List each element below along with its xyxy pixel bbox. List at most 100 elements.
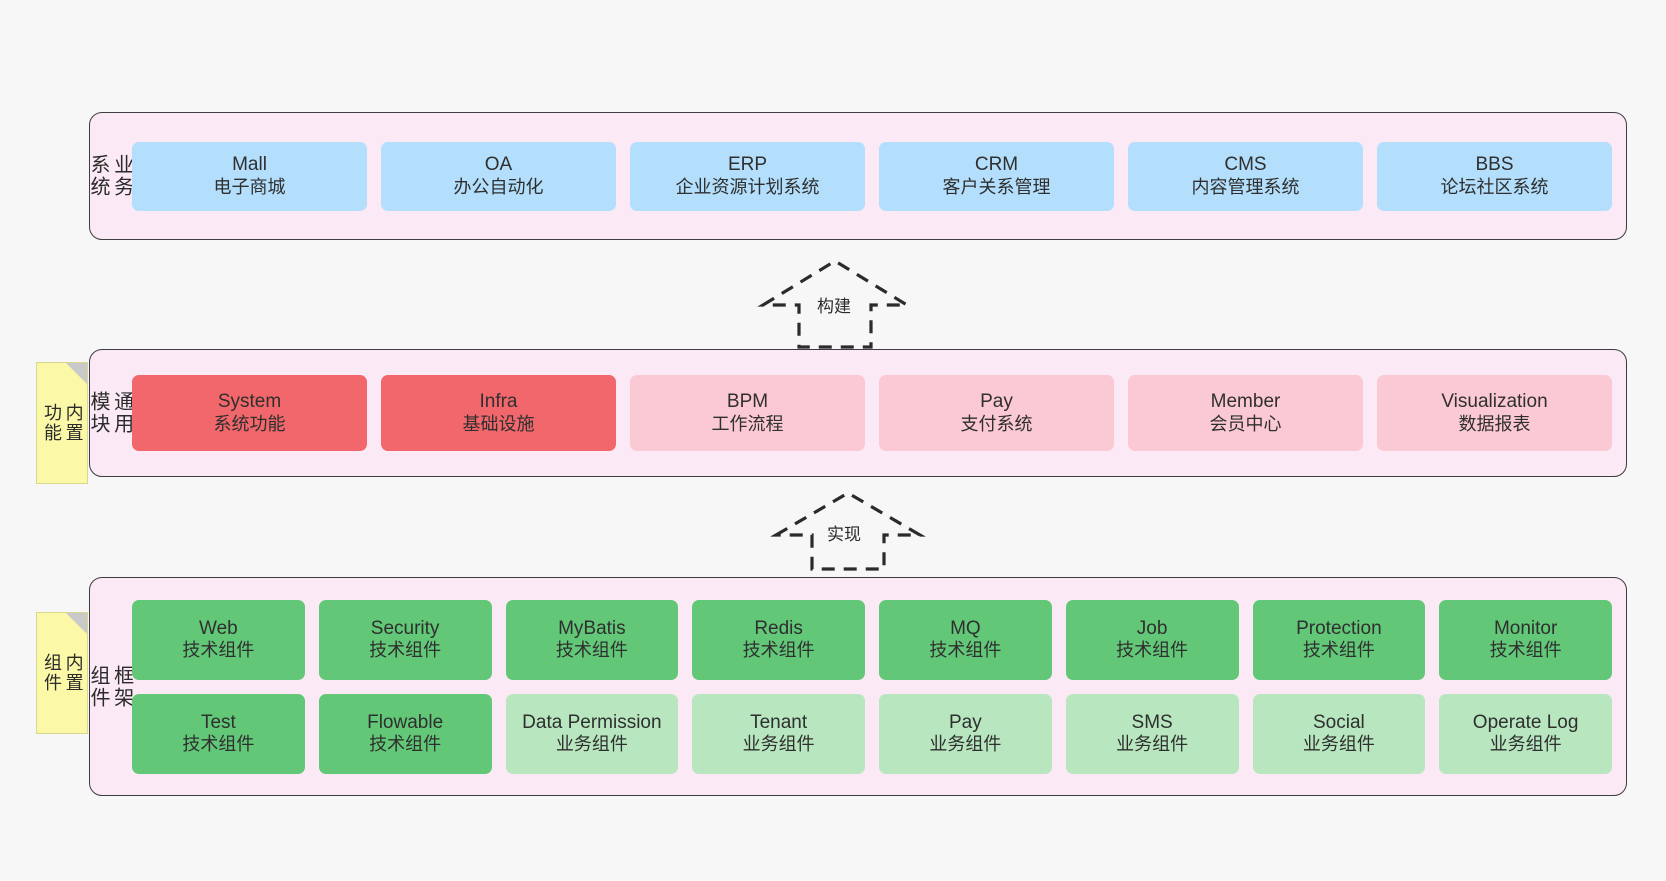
module-card-title: Infra	[479, 391, 518, 413]
module-card-title: System	[217, 391, 282, 413]
module-card-title: ERP	[727, 154, 768, 176]
component-card-operate-log[interactable]: Operate Log 业务组件	[1439, 693, 1612, 774]
component-card-mybatis[interactable]: MyBatis 技术组件	[505, 599, 679, 680]
component-card-subtitle: 业务组件	[929, 734, 1002, 755]
component-card-test[interactable]: Test 技术组件	[132, 693, 305, 774]
module-card-system[interactable]: System 系统功能	[132, 375, 367, 451]
module-card-title: Visualization	[1441, 391, 1548, 413]
arrow-build: 构建	[755, 255, 915, 350]
arrow-label-implement: 实现	[825, 520, 863, 545]
component-card-subtitle: 技术组件	[182, 734, 255, 755]
component-card-title: Monitor	[1493, 617, 1558, 639]
component-card-sms[interactable]: SMS 业务组件	[1065, 693, 1239, 774]
sticky-note-builtin-component[interactable]: 内置 组件	[36, 612, 88, 734]
component-card-title: Redis	[754, 617, 803, 639]
component-card-title: Social	[1313, 711, 1365, 733]
module-card-subtitle: 论坛社区系统	[1440, 176, 1549, 197]
component-card-subtitle: 技术组件	[369, 734, 442, 755]
component-card-protection[interactable]: Protection 技术组件	[1252, 599, 1426, 680]
layer-body-common: System 系统功能 Infra 基础设施 BPM 工作流程 Pay 支付系统…	[128, 350, 1626, 476]
component-card-title: Security	[370, 617, 440, 639]
layer-common-module[interactable]: 通用 模块 System 系统功能 Infra 基础设施 BPM 工作流程 Pa…	[87, 349, 1627, 477]
module-card-infra[interactable]: Infra 基础设施	[381, 375, 616, 451]
component-card-monitor[interactable]: Monitor 技术组件	[1439, 599, 1612, 680]
component-card-title: Operate Log	[1472, 711, 1579, 733]
component-card-title: MyBatis	[558, 617, 626, 639]
layer-row: System 系统功能 Infra 基础设施 BPM 工作流程 Pay 支付系统…	[132, 375, 1612, 451]
module-card-title: OA	[484, 154, 513, 176]
module-card-cms[interactable]: CMS 内容管理系统	[1128, 141, 1363, 211]
component-card-subtitle: 业务组件	[1489, 734, 1562, 755]
component-card-title: Protection	[1296, 617, 1382, 639]
module-card-mall[interactable]: Mall 电子商城	[132, 141, 367, 211]
module-card-subtitle: 内容管理系统	[1191, 176, 1300, 197]
layer-row: Mall 电子商城 OA 办公自动化 ERP 企业资源计划系统 CRM 客户关系…	[132, 141, 1612, 211]
module-card-subtitle: 基础设施	[462, 413, 535, 434]
component-card-web[interactable]: Web 技术组件	[132, 599, 305, 680]
component-card-subtitle: 技术组件	[1116, 640, 1189, 661]
module-card-pay[interactable]: Pay 支付系统	[879, 375, 1114, 451]
module-card-bpm[interactable]: BPM 工作流程	[630, 375, 865, 451]
arrow-label-build: 构建	[815, 292, 853, 317]
component-card-security[interactable]: Security 技术组件	[318, 599, 492, 680]
component-card-pay[interactable]: Pay 业务组件	[879, 693, 1052, 774]
module-card-visualization[interactable]: Visualization 数据报表	[1377, 375, 1612, 451]
module-card-subtitle: 系统功能	[213, 413, 286, 434]
component-card-social[interactable]: Social 业务组件	[1252, 693, 1426, 774]
component-card-title: Pay	[949, 711, 982, 733]
component-card-subtitle: 技术组件	[1489, 640, 1562, 661]
component-card-title: SMS	[1131, 711, 1173, 733]
module-card-subtitle: 会员中心	[1209, 413, 1282, 434]
component-card-redis[interactable]: Redis 技术组件	[692, 599, 865, 680]
component-card-subtitle: 技术组件	[555, 640, 628, 661]
component-card-subtitle: 技术组件	[182, 640, 255, 661]
note-fold-icon	[66, 613, 87, 634]
component-card-subtitle: 业务组件	[742, 734, 815, 755]
layer-body-business: Mall 电子商城 OA 办公自动化 ERP 企业资源计划系统 CRM 客户关系…	[128, 113, 1626, 239]
layer-row: Web 技术组件 Security 技术组件 MyBatis 技术组件 Redi…	[132, 599, 1612, 680]
module-card-subtitle: 工作流程	[711, 413, 784, 434]
component-card-subtitle: 技术组件	[1302, 640, 1375, 661]
module-card-crm[interactable]: CRM 客户关系管理	[879, 141, 1114, 211]
sticky-note-text: 内置 功能	[42, 403, 84, 443]
module-card-title: CMS	[1224, 154, 1267, 176]
layer-title-framework: 框架 组件	[87, 664, 133, 709]
component-card-subtitle: 业务组件	[1116, 734, 1189, 755]
component-card-tenant[interactable]: Tenant 业务组件	[692, 693, 865, 774]
module-card-subtitle: 企业资源计划系统	[675, 176, 820, 197]
component-card-title: Test	[200, 711, 236, 733]
module-card-title: BBS	[1475, 154, 1514, 176]
component-card-subtitle: 技术组件	[929, 640, 1002, 661]
component-card-subtitle: 业务组件	[555, 734, 628, 755]
layer-framework-component[interactable]: 框架 组件 Web 技术组件 Security 技术组件 MyBatis 技术组…	[87, 577, 1627, 796]
component-card-subtitle: 业务组件	[1302, 734, 1375, 755]
module-card-subtitle: 支付系统	[960, 413, 1033, 434]
module-card-member[interactable]: Member 会员中心	[1128, 375, 1363, 451]
component-card-flowable[interactable]: Flowable 技术组件	[318, 693, 492, 774]
hollow-arrow-up-icon	[757, 259, 913, 349]
component-card-data-permission[interactable]: Data Permission 业务组件	[505, 693, 679, 774]
component-card-mq[interactable]: MQ 技术组件	[879, 599, 1052, 680]
component-card-subtitle: 技术组件	[369, 640, 442, 661]
arrow-implement: 实现	[768, 487, 928, 572]
module-card-erp[interactable]: ERP 企业资源计划系统	[630, 141, 865, 211]
component-card-job[interactable]: Job 技术组件	[1065, 599, 1239, 680]
sticky-note-builtin-function[interactable]: 内置 功能	[36, 362, 88, 484]
component-card-title: Job	[1136, 617, 1168, 639]
layer-body-framework: Web 技术组件 Security 技术组件 MyBatis 技术组件 Redi…	[128, 578, 1626, 795]
module-card-title: Member	[1210, 391, 1281, 413]
layer-title-common: 通用 模块	[87, 391, 133, 435]
component-card-title: MQ	[950, 617, 981, 639]
hollow-arrow-up-icon	[770, 491, 926, 571]
note-fold-icon	[66, 363, 87, 384]
sticky-note-text: 内置 组件	[42, 653, 84, 693]
module-card-subtitle: 数据报表	[1458, 413, 1531, 434]
component-card-title: Tenant	[750, 711, 808, 733]
component-card-subtitle: 技术组件	[742, 640, 815, 661]
module-card-title: Pay	[980, 391, 1013, 413]
layer-business-system[interactable]: 业务 系统 Mall 电子商城 OA 办公自动化 ERP 企业资源计划系统 CR…	[87, 112, 1627, 240]
module-card-subtitle: 客户关系管理	[942, 176, 1051, 197]
module-card-bbs[interactable]: BBS 论坛社区系统	[1377, 141, 1612, 211]
module-card-oa[interactable]: OA 办公自动化	[381, 141, 616, 211]
component-card-title: Web	[199, 617, 238, 639]
